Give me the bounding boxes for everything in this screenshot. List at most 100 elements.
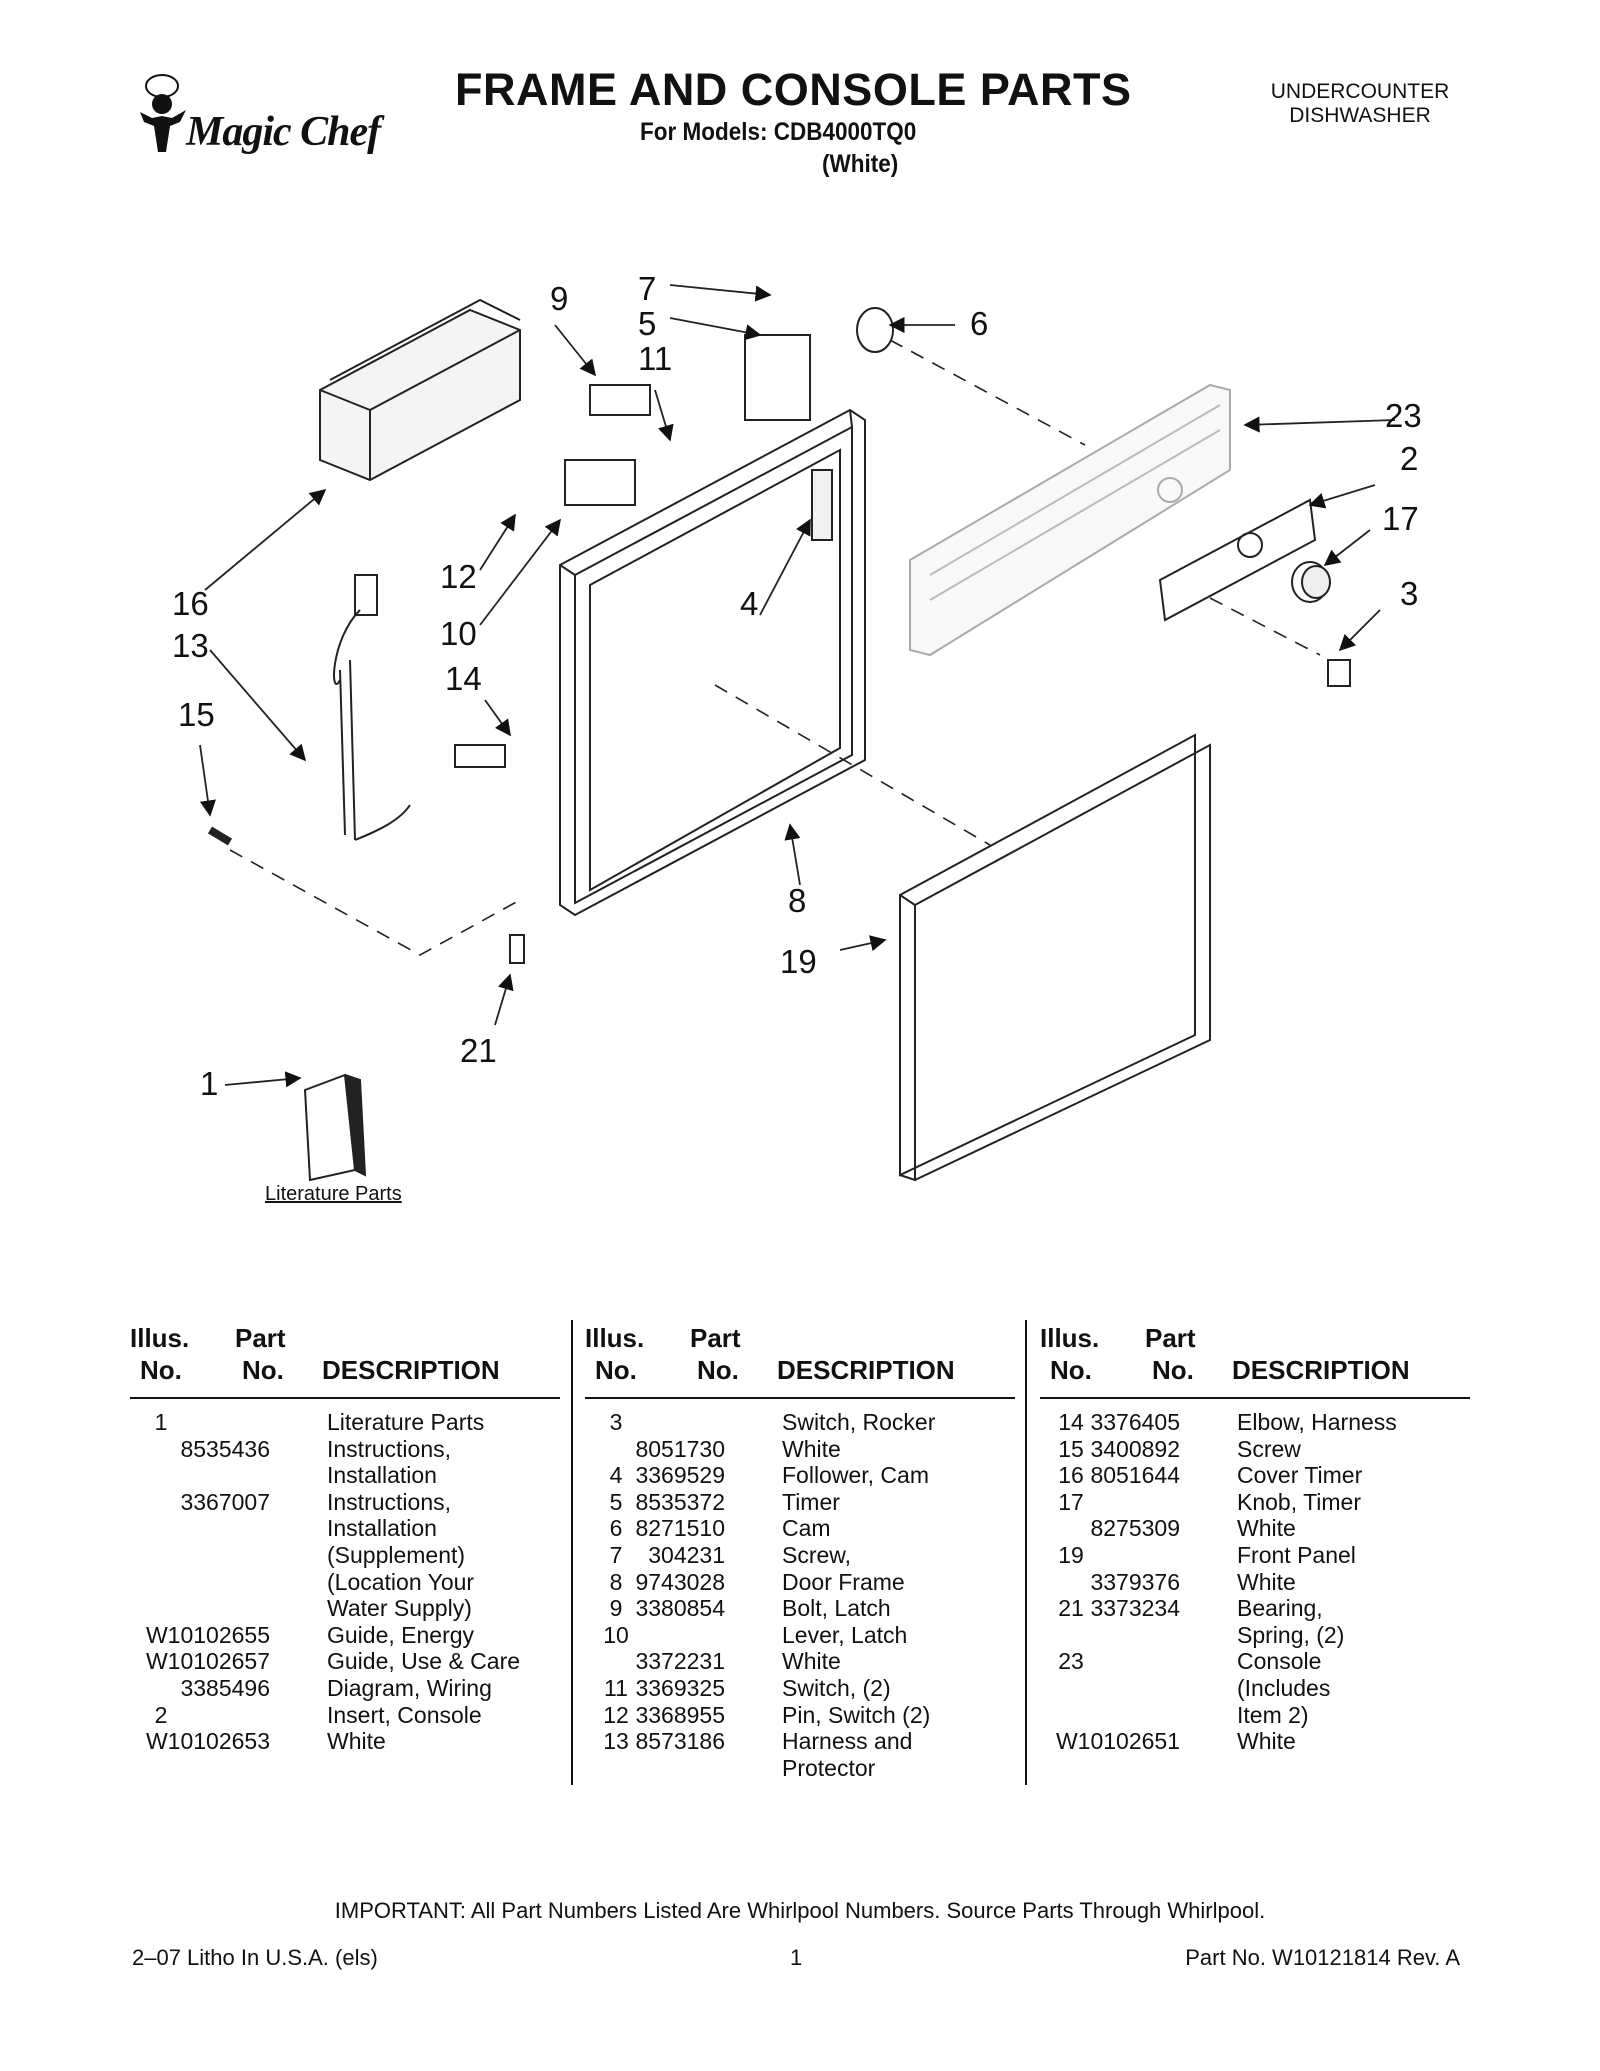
column-divider	[1025, 1320, 1027, 1785]
part-description: Switch, Rocker	[782, 1409, 936, 1435]
part-description: Guide, Energy	[327, 1621, 475, 1648]
callout-23: 23	[1385, 397, 1422, 434]
part-description: Elbow, Harness	[1237, 1409, 1397, 1435]
illus-number: 4	[609, 1462, 623, 1489]
callout-15: 15	[178, 696, 215, 733]
callout-17: 17	[1382, 500, 1419, 537]
callout-14: 14	[445, 660, 482, 697]
latch-lever-part	[564, 459, 636, 506]
console-insert-part	[1158, 498, 1317, 622]
part-number: 8051644	[1090, 1462, 1180, 1489]
front-panel-part	[899, 733, 1211, 1182]
part-number: 8573186	[635, 1728, 725, 1755]
part-number: 8535372	[635, 1488, 725, 1515]
part-number: 3368955	[635, 1701, 725, 1728]
part-no-header: No.	[242, 1355, 284, 1385]
callout-8: 8	[788, 882, 806, 919]
screw-part	[207, 826, 233, 846]
part-number: 3369325	[635, 1674, 725, 1701]
description-header: DESCRIPTION	[1232, 1355, 1410, 1385]
illus-number: 21	[1058, 1595, 1084, 1622]
part-description: Guide, Use & Care	[327, 1648, 521, 1675]
part-no-header: Part	[690, 1323, 741, 1353]
page-number: 1	[790, 1945, 803, 1970]
chef-mascot-icon	[140, 74, 186, 152]
part-number: 3385496	[180, 1674, 270, 1701]
part-description: Cam	[782, 1515, 831, 1542]
illus-number: 3	[609, 1409, 623, 1435]
callout-9: 9	[550, 280, 568, 317]
illus-number: 13	[603, 1728, 629, 1755]
callout-7: 7	[638, 270, 656, 307]
page-title: FRAME AND CONSOLE PARTS	[455, 64, 1132, 115]
part-description: Door Frame	[782, 1568, 905, 1595]
part-description: Lever, Latch	[782, 1621, 908, 1648]
parts-row: (Includes	[1040, 1675, 1470, 1702]
part-number: W10102651	[1055, 1728, 1180, 1755]
part-description: White	[1237, 1515, 1296, 1542]
illus-number: 23	[1058, 1648, 1084, 1675]
part-number: W10102657	[145, 1648, 270, 1675]
literature-parts-label: Literature Parts	[265, 1183, 402, 1205]
important-note: IMPORTANT: All Part Numbers Listed Are W…	[334, 1898, 1266, 1923]
callout-13: 13	[172, 627, 209, 664]
part-number: 3379376	[1090, 1568, 1180, 1595]
part-description: (Includes	[1237, 1674, 1331, 1701]
rocker-switch-part	[1327, 659, 1351, 687]
part-description: Literature Parts	[327, 1409, 485, 1435]
document-part-number: Part No. W10121814 Rev. A	[1185, 1945, 1460, 1970]
illus-number: 19	[1058, 1541, 1084, 1568]
illus-number: 7	[609, 1541, 623, 1568]
callout-21: 21	[460, 1032, 497, 1069]
part-description: White	[782, 1648, 841, 1675]
part-description: Front Panel	[1237, 1541, 1356, 1568]
part-description: Protector	[782, 1754, 876, 1781]
part-no-header: No.	[697, 1355, 739, 1385]
product-type-line: DISHWASHER	[1289, 104, 1431, 127]
parts-row: 3 Switch, Rocker	[585, 1409, 1015, 1436]
parts-row: (Location Your	[130, 1569, 560, 1596]
illus-number: 2	[154, 1701, 168, 1728]
models-line: For Models: CDB4000TQ0	[640, 118, 917, 146]
part-description: Knob, Timer	[1237, 1488, 1361, 1515]
parts-row: Spring, (2)	[1040, 1622, 1470, 1649]
part-description: White	[327, 1728, 386, 1755]
callout-5: 5	[638, 305, 656, 342]
illus-header: No.	[595, 1355, 637, 1385]
exploded-parts-diagram: 1 2 3 4 5 6 7 8 9 10 11 12 13 14 15 16 1…	[172, 270, 1422, 1182]
part-number: 3380854	[635, 1595, 725, 1622]
cover-timer-part	[319, 298, 521, 482]
color-line: (White)	[822, 150, 899, 178]
part-description: Screw	[1237, 1435, 1301, 1462]
parts-row: Water Supply)	[130, 1595, 560, 1622]
illus-header: Illus.	[130, 1323, 190, 1353]
part-description: (Supplement)	[327, 1541, 466, 1568]
part-description: Follower, Cam	[782, 1462, 929, 1489]
part-no-header: No.	[1152, 1355, 1194, 1385]
part-description: Installation	[327, 1462, 437, 1489]
illus-number: 16	[1058, 1462, 1084, 1489]
part-description: White	[782, 1435, 841, 1462]
part-description: Water Supply)	[327, 1595, 472, 1622]
parts-row: (Supplement)	[130, 1542, 560, 1569]
illus-number: 15	[1058, 1435, 1084, 1462]
part-description: Instructions,	[327, 1435, 451, 1462]
illus-number: 9	[609, 1595, 623, 1622]
callout-16: 16	[172, 585, 209, 622]
illus-number: 6	[609, 1515, 623, 1542]
